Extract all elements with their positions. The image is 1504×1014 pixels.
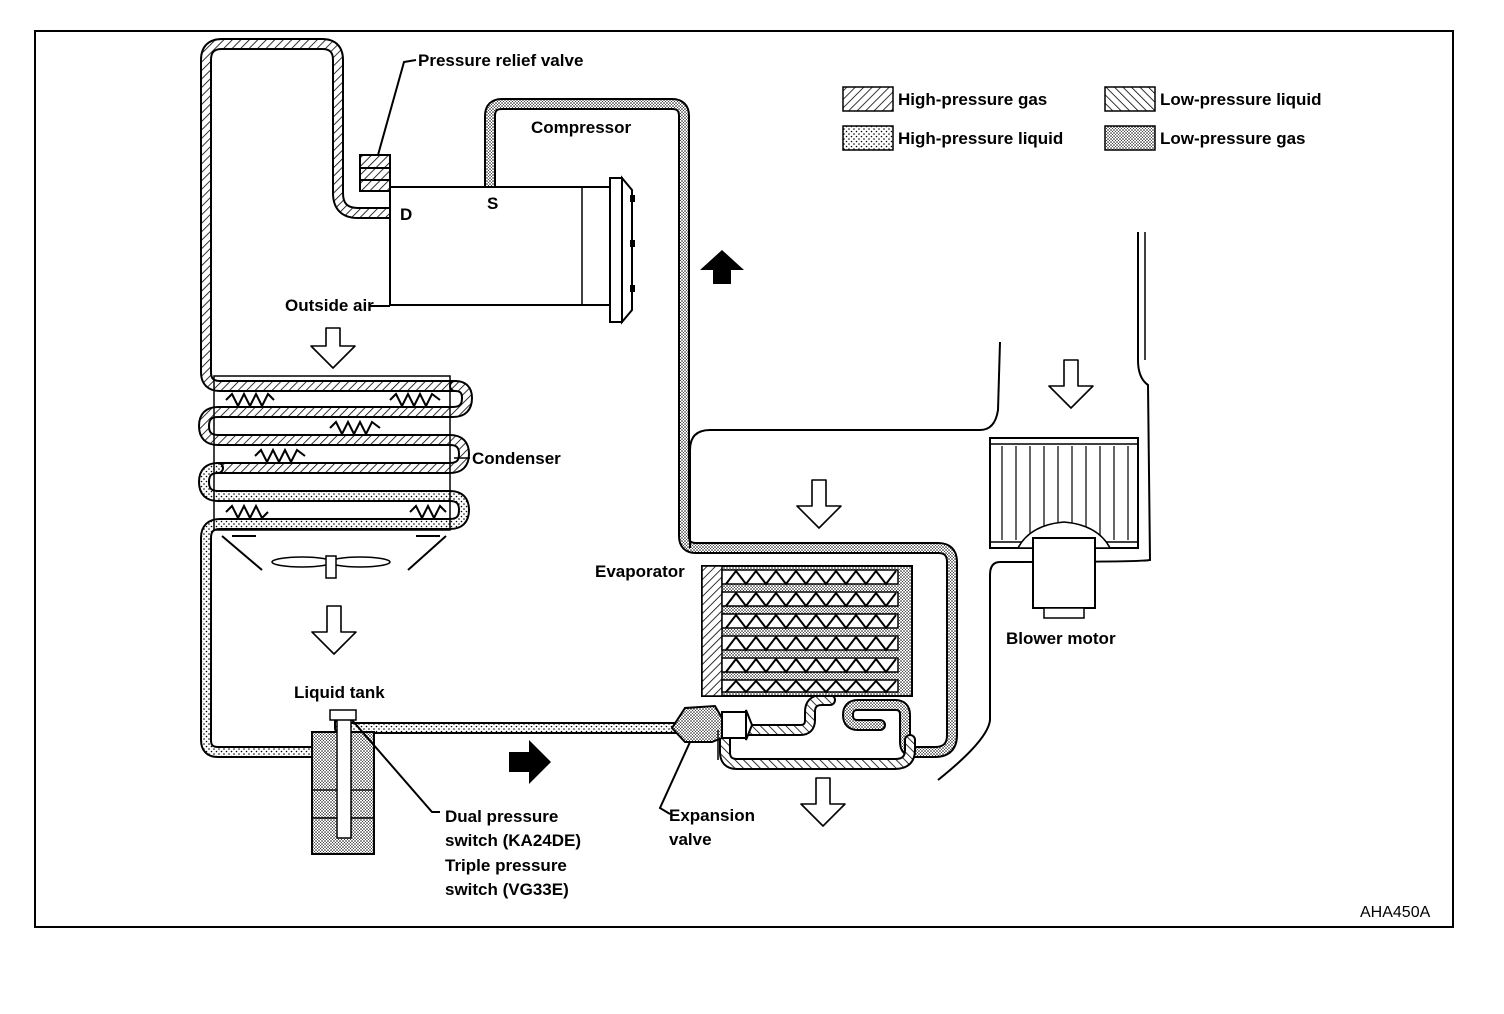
- legend-swatch-high-pressure-gas: [842, 86, 894, 112]
- legend-label-high-pressure-liquid: High-pressure liquid: [898, 129, 1063, 148]
- label-pressure-switch-line3: Triple pressure: [445, 856, 567, 875]
- blower-fan: [989, 437, 1139, 549]
- condenser-coil: [198, 380, 473, 758]
- air-flow-arrow-evaporator-in: [796, 479, 842, 529]
- label-pressure-switch-line2: switch (KA24DE): [445, 831, 581, 850]
- label-compressor-s: S: [487, 194, 498, 213]
- refrigerant-flow-arrow-right: [509, 740, 551, 784]
- condenser-fan: [221, 535, 447, 579]
- air-flow-arrow-blower-in: [1048, 359, 1094, 409]
- legend-swatch-low-pressure-gas: [1104, 125, 1156, 151]
- pipe-high-pressure-liquid: [334, 712, 686, 734]
- evaporator: [701, 565, 913, 697]
- label-liquid-tank: Liquid tank: [294, 683, 385, 702]
- legend-label-low-pressure-gas: Low-pressure gas: [1160, 129, 1306, 148]
- label-expansion-valve-line1: Expansion: [669, 806, 755, 825]
- pipe-low-pressure-liquid: [719, 694, 916, 770]
- figure-code: AHA450A: [1360, 904, 1431, 921]
- label-evaporator: Evaporator: [595, 562, 685, 581]
- liquid-tank: [311, 709, 440, 855]
- air-flow-arrow-evaporator-out: [800, 777, 846, 827]
- legend-item-low-pressure-liquid: Low-pressure liquid: [1104, 86, 1322, 112]
- pipe-low-pressure-gas: [484, 98, 958, 758]
- compressor: [370, 175, 635, 325]
- label-blower-motor: Blower motor: [1006, 629, 1116, 648]
- label-condenser: Condenser: [472, 449, 561, 468]
- pressure-relief-valve: [359, 59, 417, 192]
- label-expansion-valve-line2: valve: [669, 830, 712, 849]
- label-pressure-switch-line1: Dual pressure: [445, 807, 558, 826]
- legend-swatch-high-pressure-liquid: [842, 125, 894, 151]
- label-compressor-d: D: [400, 205, 412, 224]
- condenser: [213, 375, 470, 531]
- air-flow-arrow-condenser-out: [311, 605, 357, 655]
- air-flow-arrow-outside-air: [310, 327, 356, 369]
- legend-label-low-pressure-liquid: Low-pressure liquid: [1160, 90, 1322, 109]
- label-outside-air: Outside air: [285, 296, 374, 315]
- label-pressure-switch-line4: switch (VG33E): [445, 880, 569, 899]
- legend-swatch-low-pressure-liquid: [1104, 86, 1156, 112]
- label-pressure-relief-valve: Pressure relief valve: [418, 51, 583, 70]
- blower-motor: [1032, 537, 1096, 619]
- legend-item-high-pressure-liquid: High-pressure liquid: [842, 125, 1063, 151]
- legend-item-low-pressure-gas: Low-pressure gas: [1104, 125, 1306, 151]
- air-duct: [689, 232, 1152, 781]
- legend: High-pressure gas High-pressure liquid L…: [842, 86, 1322, 151]
- label-compressor: Compressor: [531, 118, 632, 137]
- legend-item-high-pressure-gas: High-pressure gas: [842, 86, 1047, 112]
- refrigerant-flow-arrow-up: [700, 250, 744, 284]
- pipe-high-pressure-gas: [200, 38, 461, 392]
- legend-label-high-pressure-gas: High-pressure gas: [898, 90, 1047, 109]
- expansion-valve: [658, 704, 754, 815]
- figure-frame: [34, 30, 1454, 928]
